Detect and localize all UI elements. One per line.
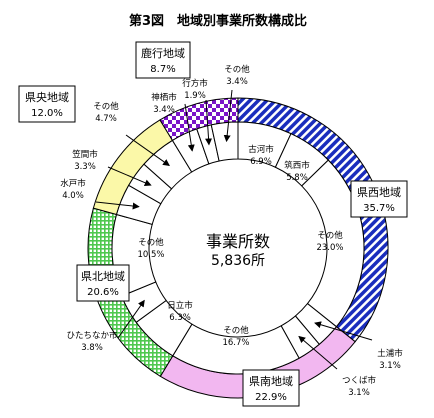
city-leader-7 xyxy=(117,299,145,339)
center-label: 事業所数 xyxy=(206,232,270,251)
city-name-8: その他 xyxy=(138,237,164,248)
city-name-11: その他 xyxy=(93,101,119,112)
center-value: 5,836所 xyxy=(211,253,265,269)
city-name-9: 水戸市 xyxy=(60,178,86,189)
city-pct-4: 3.1% xyxy=(348,388,370,398)
region-pct-1: 22.9% xyxy=(255,392,287,403)
city-pct-13: 1.9% xyxy=(184,91,206,101)
region-label-box-3 xyxy=(18,85,76,123)
region-label-box-1 xyxy=(242,369,300,407)
city-pct-11: 4.7% xyxy=(95,114,117,124)
city-name-10: 笠間市 xyxy=(72,149,98,160)
city-leader-12 xyxy=(184,103,195,152)
city-name-13: 行方市 xyxy=(182,78,208,89)
city-name-5: その他 xyxy=(223,325,249,336)
city-pct-3: 3.1% xyxy=(379,361,401,371)
region-name-3: 県央地域 xyxy=(25,91,69,104)
city-pct-8: 10.5% xyxy=(137,250,164,260)
city-pct-2: 23.0% xyxy=(316,243,343,253)
city-pct-0: 6.9% xyxy=(250,157,272,167)
region-label-box-4 xyxy=(135,41,191,79)
city-leader-3 xyxy=(314,321,373,341)
city-pct-9: 4.0% xyxy=(62,191,84,201)
region-pct-3: 12.0% xyxy=(31,108,63,119)
city-leader-10 xyxy=(107,166,152,187)
city-name-0: 古河市 xyxy=(248,144,274,155)
region-name-0: 県西地域 xyxy=(357,186,401,199)
region-label-box-0 xyxy=(350,180,408,218)
city-name-4: つくば市 xyxy=(342,375,377,386)
region-pct-0: 35.7% xyxy=(363,203,395,214)
labels: 県西地域 35.7% 県南地域 22.9% 県北地域 20.6% 県央地域 12.0% 鹿行地域… xyxy=(18,41,408,407)
city-leader-13 xyxy=(205,99,213,146)
region-pct-2: 20.6% xyxy=(87,287,119,298)
city-name-1: 筑西市 xyxy=(284,160,310,171)
city-pct-14: 3.4% xyxy=(226,77,248,87)
city-leader-9 xyxy=(95,201,140,210)
city-leader-11 xyxy=(125,134,170,167)
city-name-12: 神栖市 xyxy=(151,92,177,103)
region-name-1: 県南地域 xyxy=(249,375,293,388)
region-name-2: 県北地域 xyxy=(81,270,125,283)
leader-lines xyxy=(95,89,373,370)
city-pct-7: 3.8% xyxy=(81,343,103,353)
region-pct-4: 8.7% xyxy=(150,64,175,75)
city-leader-14 xyxy=(223,89,233,143)
city-name-14: その他 xyxy=(224,64,250,75)
city-leader-4 xyxy=(298,335,338,370)
city-name-6: 日立市 xyxy=(167,300,193,311)
city-pct-6: 6.3% xyxy=(169,313,191,323)
region-name-4: 鹿行地域 xyxy=(141,46,185,60)
city-pct-1: 5.8% xyxy=(286,173,308,183)
city-name-7: ひたちなか市 xyxy=(66,330,118,341)
city-pct-12: 3.4% xyxy=(153,105,175,115)
region-label-box-2 xyxy=(76,264,130,302)
chart-title: 第3図 地域別事業所数構成比 xyxy=(129,13,307,29)
city-pct-10: 3.3% xyxy=(74,162,96,172)
outer-ring xyxy=(87,97,389,399)
city-name-2: その他 xyxy=(317,230,343,241)
city-name-3: 土浦市 xyxy=(377,348,403,359)
city-pct-5: 16.7% xyxy=(222,338,249,348)
